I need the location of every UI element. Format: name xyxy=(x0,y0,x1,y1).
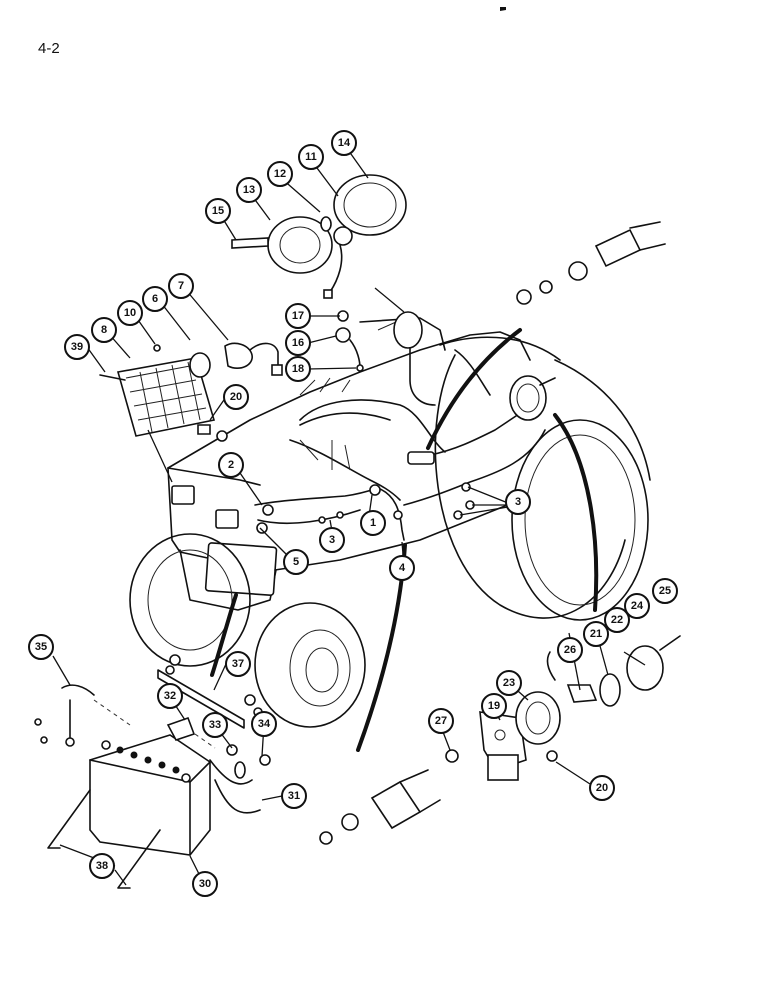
callout-10: 10 xyxy=(117,300,143,326)
callout-label-15: 15 xyxy=(212,205,224,217)
callout-label-17: 17 xyxy=(292,310,304,322)
callout-3-left: 3 xyxy=(319,527,345,553)
callout-label-16: 16 xyxy=(292,337,304,349)
callout-4: 4 xyxy=(389,555,415,581)
callout-39: 39 xyxy=(64,334,90,360)
front-right-wheel xyxy=(254,602,366,728)
callout-label-34: 34 xyxy=(258,718,271,730)
callout-label-20-lower: 20 xyxy=(596,782,608,794)
tractor-body xyxy=(167,317,561,611)
callout-label-27: 27 xyxy=(435,715,447,727)
callout-label-3-left: 3 xyxy=(329,534,335,546)
callout-21: 21 xyxy=(583,621,609,647)
callout-label-24: 24 xyxy=(631,600,644,612)
callout-33: 33 xyxy=(202,712,228,738)
callout-20-upper: 20 xyxy=(223,384,249,410)
callout-38: 38 xyxy=(89,853,115,879)
callout-label-14: 14 xyxy=(338,137,351,149)
callout-label-25: 25 xyxy=(659,585,671,597)
callout-37: 37 xyxy=(225,651,251,677)
callout-label-3-right: 3 xyxy=(515,496,521,508)
callout-label-32: 32 xyxy=(164,690,176,702)
callout-2: 2 xyxy=(218,452,244,478)
callout-label-38: 38 xyxy=(96,860,108,872)
callout-label-2: 2 xyxy=(228,459,234,471)
callout-label-5: 5 xyxy=(293,556,299,568)
callout-16: 16 xyxy=(285,330,311,356)
callout-label-31: 31 xyxy=(288,790,300,802)
page-number: 4-2 xyxy=(38,40,60,57)
callout-label-11: 11 xyxy=(305,151,317,163)
title-fragment-mark xyxy=(500,7,506,11)
callout-label-22: 22 xyxy=(611,614,623,626)
callout-label-6: 6 xyxy=(152,293,158,305)
callout-27: 27 xyxy=(428,708,454,734)
callout-18: 18 xyxy=(285,356,311,382)
tail-lamp-exploded xyxy=(445,635,681,781)
callout-label-33: 33 xyxy=(209,719,221,731)
callout-8: 8 xyxy=(91,317,117,343)
callout-14: 14 xyxy=(331,130,357,156)
callout-label-21: 21 xyxy=(590,628,602,640)
callout-label-1: 1 xyxy=(370,517,376,529)
callout-label-7: 7 xyxy=(178,280,184,292)
title-fragment-cropped xyxy=(0,0,772,11)
rear-lamp-bulbs xyxy=(393,311,556,421)
callout-label-19: 19 xyxy=(488,700,500,712)
callout-5: 5 xyxy=(283,549,309,575)
callout-label-12: 12 xyxy=(274,168,286,180)
callout-26: 26 xyxy=(557,637,583,663)
callout-13: 13 xyxy=(236,177,262,203)
callout-15: 15 xyxy=(205,198,231,224)
callout-25: 25 xyxy=(652,578,678,604)
callout-label-13: 13 xyxy=(243,184,255,196)
callout-19: 19 xyxy=(481,693,507,719)
callout-label-4: 4 xyxy=(399,562,406,574)
callout-label-26: 26 xyxy=(564,644,576,656)
callout-32: 32 xyxy=(157,683,183,709)
callout-3-right: 3 xyxy=(505,489,531,515)
flood-lamp-assembly xyxy=(231,174,407,299)
callout-11: 11 xyxy=(298,144,324,170)
callout-7: 7 xyxy=(168,273,194,299)
front-left-wheel xyxy=(129,533,251,667)
callout-label-20-upper: 20 xyxy=(230,391,242,403)
callout-6: 6 xyxy=(142,286,168,312)
battery xyxy=(34,654,271,889)
callout-23: 23 xyxy=(496,670,522,696)
callout-label-37: 37 xyxy=(232,658,244,670)
callout-20-lower: 20 xyxy=(589,775,615,801)
callout-label-30: 30 xyxy=(199,878,211,890)
callout-24: 24 xyxy=(624,593,650,619)
callout-31: 31 xyxy=(281,783,307,809)
callout-35: 35 xyxy=(28,634,54,660)
work-lamp xyxy=(99,342,283,442)
callout-34: 34 xyxy=(251,711,277,737)
callout-label-18: 18 xyxy=(292,363,304,375)
callout-30: 30 xyxy=(192,871,218,897)
callout-17: 17 xyxy=(285,303,311,329)
rear-right-fender xyxy=(554,359,651,481)
switch-parts-upper-right xyxy=(516,221,666,305)
nut-washer-stack xyxy=(335,310,364,372)
callout-label-39: 39 xyxy=(71,341,83,353)
lower-switch xyxy=(319,769,441,845)
callout-label-10: 10 xyxy=(124,307,136,319)
callout-22: 22 xyxy=(604,607,630,633)
callout-label-8: 8 xyxy=(101,324,107,336)
callout-label-23: 23 xyxy=(503,677,515,689)
callout-12: 12 xyxy=(267,161,293,187)
callout-1: 1 xyxy=(360,510,386,536)
callout-label-35: 35 xyxy=(35,641,47,653)
